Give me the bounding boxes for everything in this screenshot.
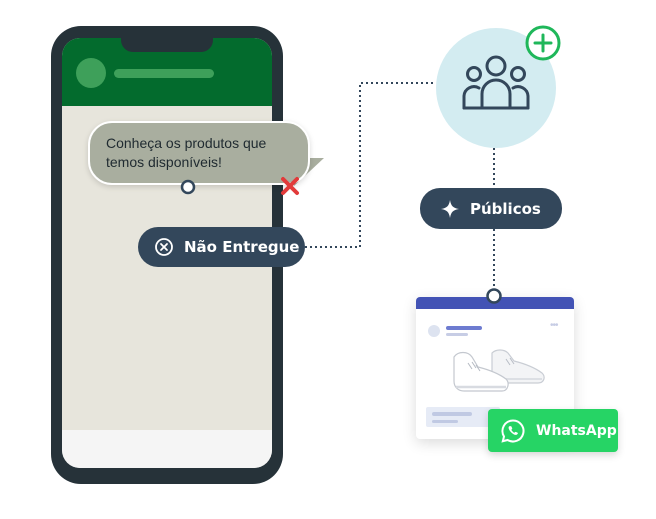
connector-node: [486, 288, 502, 304]
product-card-text-line-1: [432, 412, 472, 416]
status-not-delivered-badge: Não Entregue: [138, 227, 305, 267]
x-circle-icon: [155, 238, 173, 256]
plus-circle-icon: [525, 25, 561, 61]
whatsapp-button[interactable]: WhatsApp: [488, 409, 618, 452]
whatsapp-label: WhatsApp: [536, 422, 617, 439]
audiences-label: Públicos: [470, 199, 541, 218]
chat-bubble: [88, 121, 310, 185]
connector-node: [180, 179, 196, 195]
contact-name-placeholder: [114, 69, 214, 78]
chat-message-line-2: temos disponíveis!: [106, 154, 222, 170]
product-card-avatar: [428, 325, 440, 337]
product-card-title-line: [446, 326, 482, 330]
chat-message-line-1: Conheça os produtos que: [106, 135, 267, 151]
contact-avatar: [76, 58, 106, 88]
x-mark-icon: [281, 177, 299, 195]
product-card-text-line-2: [432, 420, 458, 423]
status-not-delivered-label: Não Entregue: [184, 238, 300, 256]
audiences-badge: Públicos: [420, 188, 562, 229]
more-options-icon: •••: [550, 320, 559, 331]
sparkle-icon: [441, 199, 459, 218]
product-card-subtitle-line: [446, 333, 468, 336]
phone-notch: [121, 26, 213, 52]
users-group-icon: [462, 55, 530, 110]
sneakers-image: [453, 349, 545, 392]
chat-message: Conheça os produtos que temos disponívei…: [106, 134, 296, 172]
chat-input-bar: [62, 430, 272, 468]
whatsapp-icon: [501, 418, 525, 443]
